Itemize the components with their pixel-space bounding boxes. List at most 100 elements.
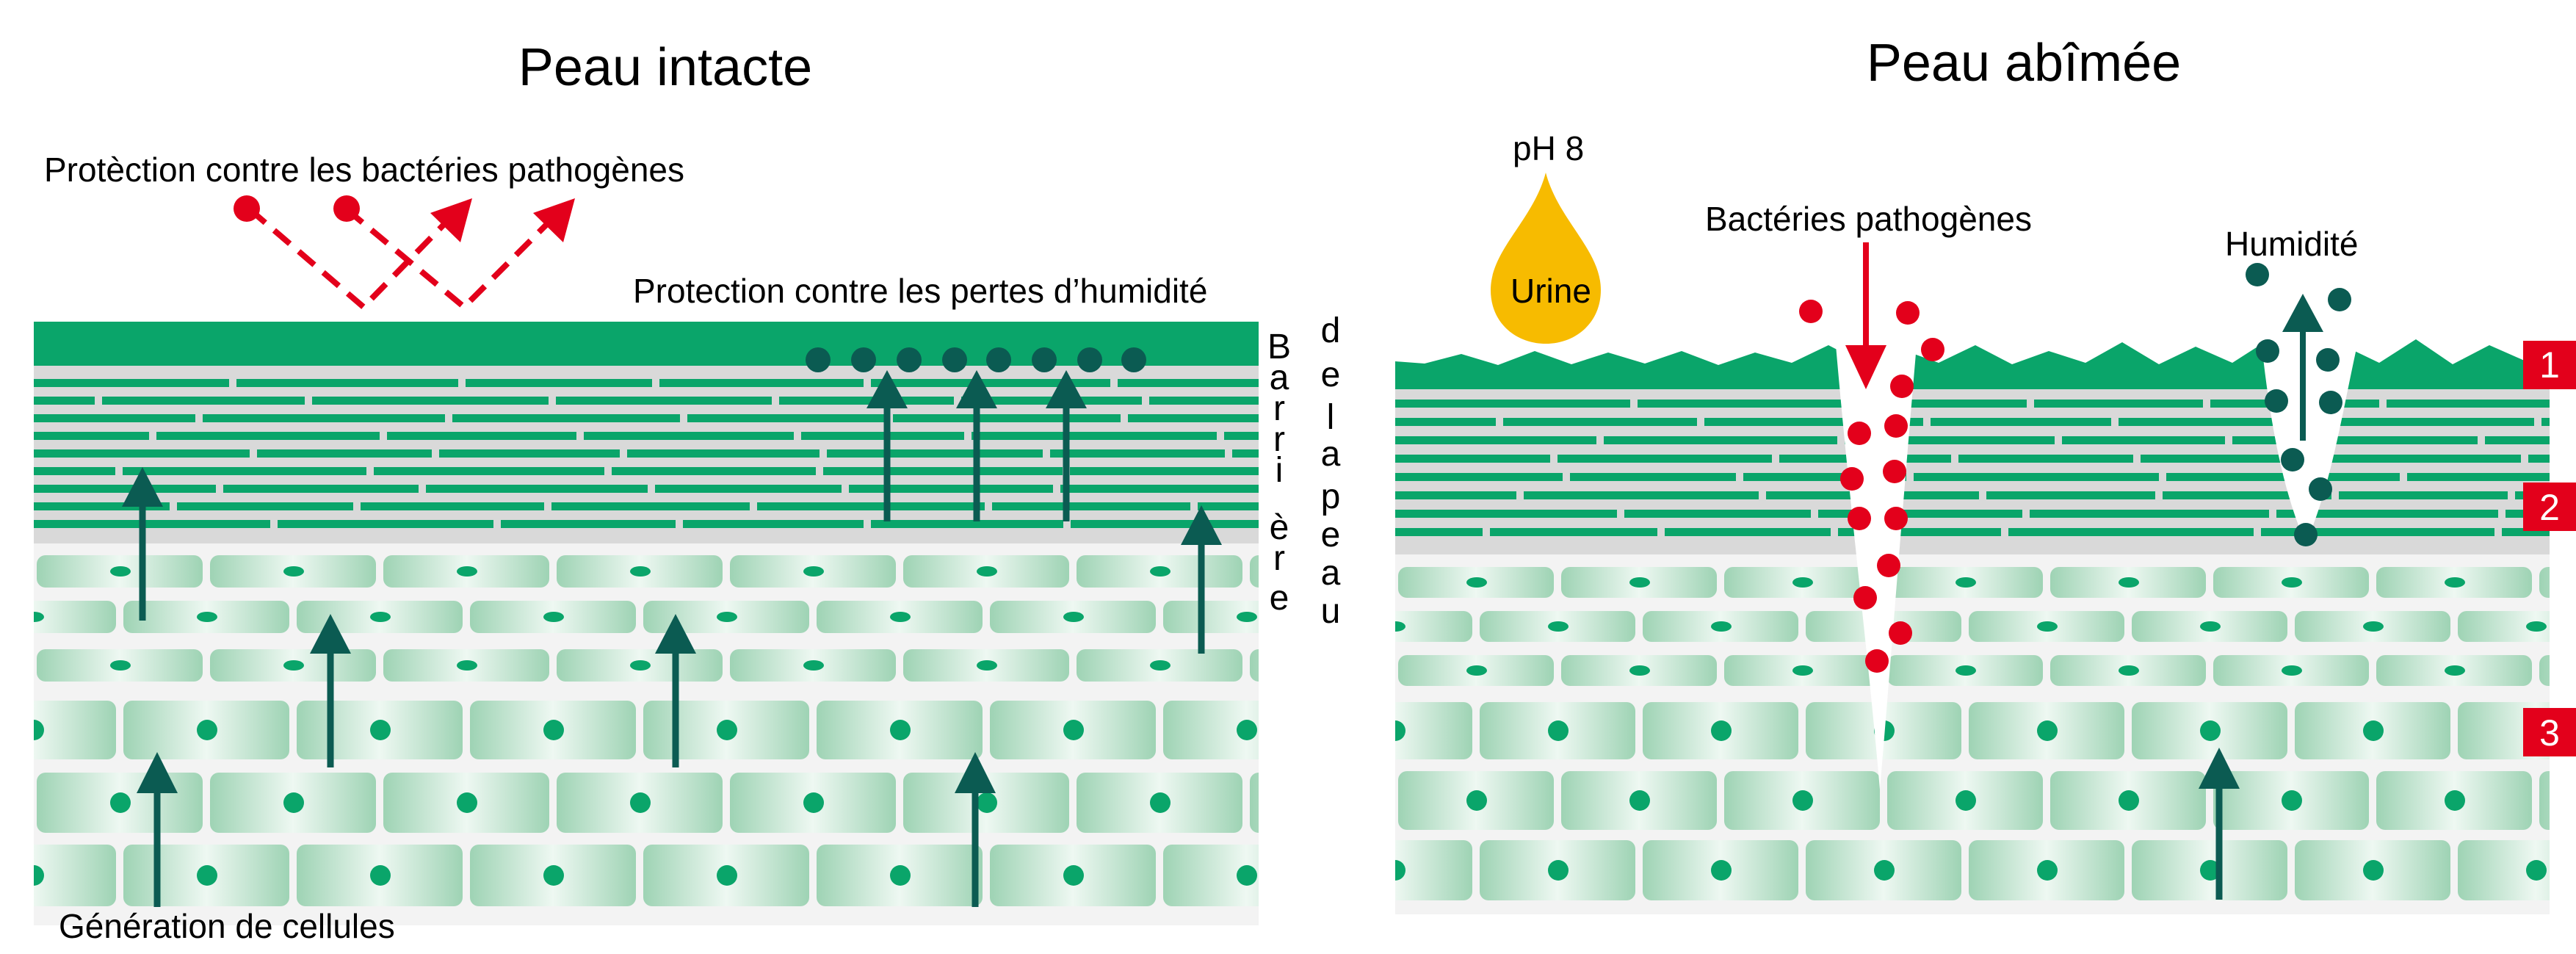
moisture-label: Humidité	[2225, 225, 2359, 263]
svg-text:3: 3	[2539, 712, 2560, 754]
lipid-stripe	[2062, 436, 2225, 444]
cell-nucleus	[2526, 860, 2547, 881]
lipid-stripe	[827, 449, 1043, 458]
cell-nucleus	[1711, 621, 1732, 632]
lipid-stripe	[1845, 436, 2055, 444]
cell-nucleus	[2363, 720, 2384, 741]
panel-title: Peau intacte	[518, 38, 812, 97]
lipid-stripe	[2502, 528, 2550, 536]
skin-cell	[1250, 649, 1259, 682]
cell-nucleus	[630, 792, 651, 813]
cell-nucleus	[1548, 621, 1569, 632]
svg-text:a: a	[1321, 435, 1341, 474]
cell-nucleus	[1323, 660, 1344, 671]
cell-nucleus	[1548, 860, 1569, 881]
lipid-stripe	[123, 467, 366, 475]
marker-2	[2523, 483, 2576, 531]
cell-nucleus	[630, 660, 651, 671]
cell-nucleus	[1063, 720, 1084, 740]
skin-cell	[1250, 773, 1259, 833]
intact-skin-panel: Peau intacte Protèction contre les bacté…	[34, 38, 1344, 945]
cell-nucleus	[2363, 860, 2384, 881]
lipid-stripe	[779, 397, 954, 405]
lipid-stripe	[1986, 491, 2155, 499]
marker-1	[2523, 341, 2576, 389]
svg-text:a: a	[1270, 358, 1289, 397]
svg-text:B: B	[1267, 328, 1291, 366]
svg-text:p: p	[1321, 477, 1341, 516]
lipid-stripe	[34, 432, 149, 440]
lipid-stripe	[439, 449, 620, 458]
lipid-stripe	[992, 502, 1190, 510]
skin-cell	[1395, 840, 1472, 900]
skin-cells	[1395, 567, 2550, 900]
lipid-stripe	[1838, 528, 2001, 536]
cell-nucleus	[1955, 790, 1976, 811]
bacterium	[333, 195, 360, 222]
moisture-droplets	[806, 347, 1146, 372]
cell-nucleus	[1395, 860, 1405, 881]
lipid-stripe	[34, 397, 95, 405]
lipid-stripe	[278, 520, 493, 528]
lipid-stripe	[2339, 491, 2508, 499]
cell-nucleus	[2200, 860, 2221, 881]
cell-nucleus	[2526, 621, 2547, 632]
lipid-stripe	[257, 449, 432, 458]
lipid-stripe	[2329, 455, 2521, 463]
lipid-stripe	[2261, 528, 2494, 536]
lipid-stripe	[177, 502, 353, 510]
cell-nucleus	[717, 720, 737, 740]
cell-nucleus	[1466, 790, 1487, 811]
lipid-stripe	[34, 449, 250, 458]
svg-text:i: i	[1276, 451, 1284, 490]
lipid-stripe	[1395, 436, 1596, 444]
skin-cell	[2539, 771, 2550, 830]
moisture-droplet	[986, 347, 1011, 372]
lipid-stripe	[1395, 455, 1550, 463]
pathogenic-bacteria	[1799, 242, 1944, 673]
svg-text:2: 2	[2539, 487, 2560, 528]
skin-cell	[34, 601, 116, 633]
cell-generation-arrow	[2199, 748, 2240, 900]
lipid-stripe	[1931, 418, 2111, 426]
cell-nucleus	[1237, 720, 1257, 740]
lipid-stripe	[683, 520, 864, 528]
lipid-stripe	[2030, 510, 2269, 518]
cell-nucleus	[457, 566, 477, 577]
cell-nucleus	[977, 566, 997, 577]
lipid-stripe	[223, 485, 419, 493]
cell-nucleus	[1711, 860, 1732, 881]
cell-generation-label: Génération de cellules	[59, 907, 395, 945]
cell-nucleus	[2119, 577, 2139, 588]
escaping-moisture	[2246, 263, 2351, 546]
lipid-stripe	[374, 467, 604, 475]
cell-nucleus	[1548, 720, 1569, 741]
svg-text:e: e	[1321, 355, 1341, 394]
skin-surface-layer	[34, 322, 1259, 366]
cell-nucleus	[2037, 621, 2058, 632]
lipid-stripe	[1149, 397, 1259, 405]
lipid-stripe	[1128, 414, 1259, 422]
cell-nucleus	[543, 612, 564, 622]
cell-nucleus	[2445, 577, 2465, 588]
skin-cell	[1395, 611, 1472, 642]
lipid-stripe	[1818, 510, 2022, 518]
lipid-stripe	[236, 379, 458, 387]
lipid-stripe	[556, 397, 772, 405]
bacteria-deflection	[234, 195, 575, 311]
cell-nucleus	[1629, 790, 1650, 811]
stratum-corneum-background	[1395, 382, 2550, 554]
cell-nucleus	[283, 792, 304, 813]
cell-nucleus	[1792, 577, 1813, 588]
cell-nucleus	[803, 792, 824, 813]
cell-nucleus	[2282, 577, 2302, 588]
cell-nucleus	[1955, 577, 1976, 588]
lipid-stripe	[2387, 400, 2550, 408]
cell-nucleus	[717, 612, 737, 622]
cell-nucleus	[283, 566, 304, 577]
lipid-stripe	[659, 379, 864, 387]
lipid-stripe	[584, 432, 794, 440]
lipid-stripe	[203, 414, 445, 422]
moisture-droplet	[1121, 347, 1146, 372]
svg-text:r: r	[1273, 420, 1285, 459]
